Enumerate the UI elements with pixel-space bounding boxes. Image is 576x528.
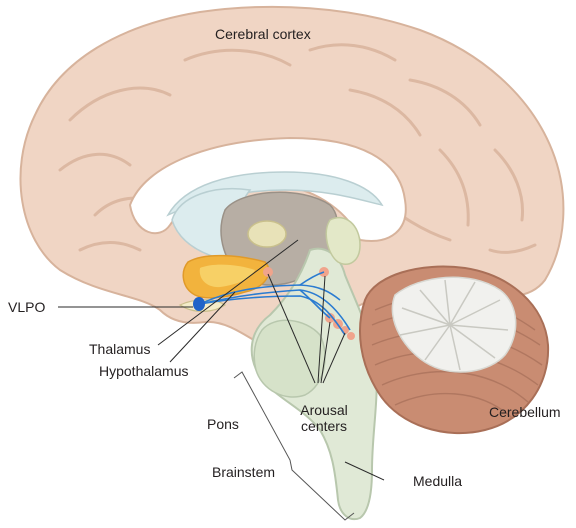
cerebellum-label: Cerebellum — [489, 404, 561, 420]
cerebellum-shape — [359, 265, 550, 434]
arousal-label-line2: centers — [301, 418, 347, 434]
brainstem-bracket — [233, 371, 355, 521]
hypothalamus-inner — [199, 264, 255, 288]
arousal-label-line1: Arousal — [300, 402, 348, 418]
thalamus-shape — [247, 220, 287, 248]
leader-lines — [58, 239, 385, 481]
medulla-label: Medulla — [413, 473, 463, 489]
cerebral-cortex-label: Cerebral cortex — [215, 26, 311, 42]
vlpo-label: VLPO — [8, 299, 46, 315]
brainstem-label: Brainstem — [212, 464, 276, 480]
vlpo-projections — [199, 271, 351, 336]
pons-label: Pons — [207, 416, 239, 432]
pons-shape — [253, 319, 326, 398]
arousal-centers-label: Arousal centers — [293, 402, 355, 434]
tectum — [325, 216, 361, 266]
vlpo-dot — [193, 297, 205, 311]
hypothalamus-label: Hypothalamus — [99, 363, 189, 379]
thalamus-label: Thalamus — [89, 341, 151, 357]
